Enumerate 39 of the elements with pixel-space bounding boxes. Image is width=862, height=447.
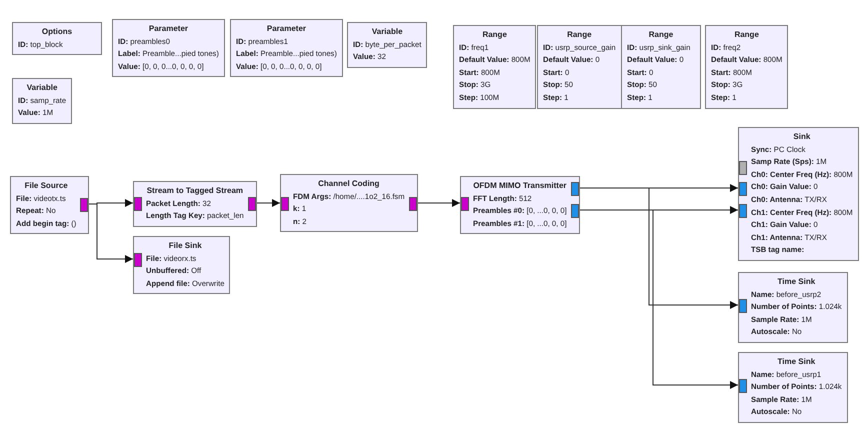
block-box [280,174,418,232]
block-title: Options [40,26,74,38]
block-box [230,19,343,78]
block-box [738,272,848,343]
block-box [10,176,90,234]
block-title: Parameter [266,23,308,35]
block-box [12,22,102,56]
block-title: Range [648,29,674,41]
block-box [705,25,788,109]
connector-arrow [256,199,280,207]
block-box [112,19,225,78]
block-title: File Source [24,180,69,192]
block-box [738,127,859,261]
block-box [621,25,701,109]
block-title: Sink [792,131,812,143]
connector-arrow [88,204,134,263]
block-title: OFDM MIMO Transmitter [473,180,567,192]
block-title: Time Sink [776,356,816,368]
block-title: Variable [370,26,404,38]
block-title: Variable [26,82,58,94]
block-box [738,352,848,423]
block-box [453,25,536,109]
connector-arrow [418,199,460,207]
block-box [133,181,257,227]
block-title: File Sink [168,240,203,252]
block-title: Parameter [148,23,190,35]
connector-arrow [580,206,738,214]
block-box [537,25,622,109]
block-title: Stream to Tagged Stream [146,185,244,197]
block-box [133,236,230,294]
block-box [347,22,428,68]
block-title: Range [481,29,508,41]
connector-arrow [580,188,738,309]
block-title: Range [733,29,760,41]
block-box [460,176,580,234]
block-title: Channel Coding [317,178,380,190]
block-box [12,78,72,124]
block-title: Range [566,29,593,41]
block-title: Time Sink [776,276,816,288]
